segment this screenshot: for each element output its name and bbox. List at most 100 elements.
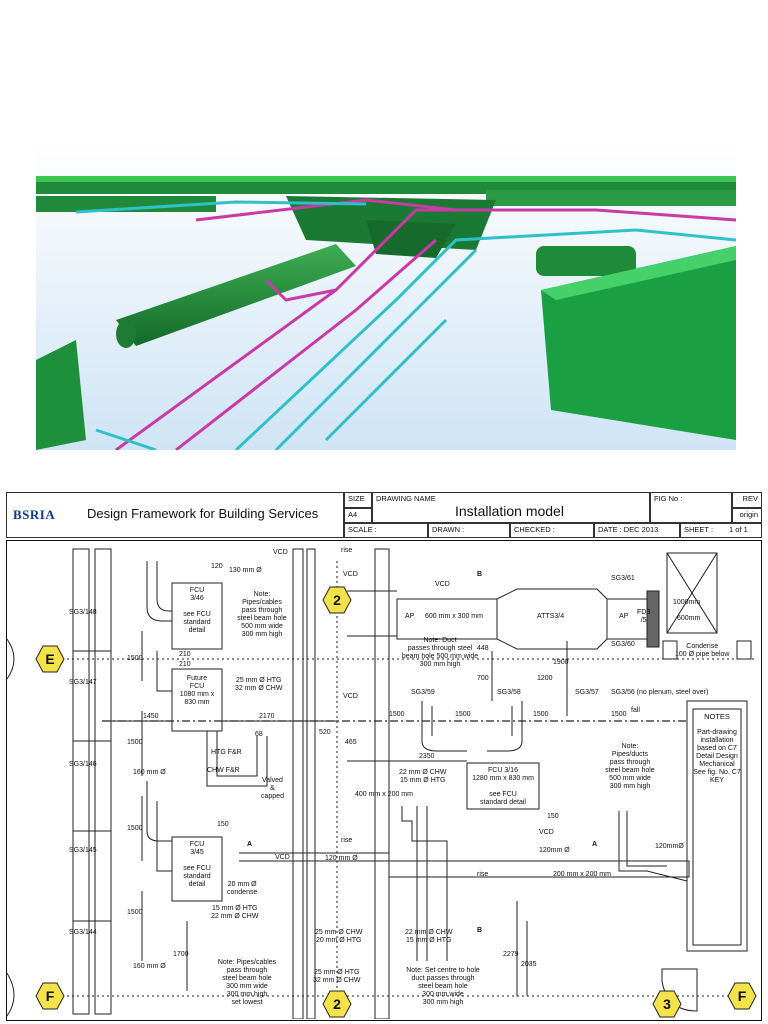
label-ap-2: AP xyxy=(619,613,629,620)
htg-pipes xyxy=(115,198,737,452)
label-sg3-145: SG3/145 xyxy=(69,847,97,854)
dim-2350: 2350 xyxy=(419,753,435,760)
sheet-value: 1 of 1 xyxy=(729,525,748,534)
label-sg3-61: SG3/61 xyxy=(611,575,635,582)
grid-ref-f-left: F xyxy=(45,988,55,1004)
label-htg-fr: HTG F&R xyxy=(211,749,242,756)
title-block: BSRIA Design Framework for Building Serv… xyxy=(6,492,762,538)
label-duct-600x300: 600 mm x 300 mm xyxy=(425,613,483,620)
label-condense: Condense 100 Ø pipe below xyxy=(675,643,730,658)
label-sg3-146: SG3/146 xyxy=(69,761,97,768)
dim-1500-g: 1500 xyxy=(533,711,549,718)
dim-1700: 1700 xyxy=(173,951,189,958)
notes-body: Part-drawing installation based on C7 De… xyxy=(693,729,741,784)
label-chw22-htg15-b: 22 mm Ø CHW 15 mm Ø HTG xyxy=(405,929,453,944)
label-vcd-5: VCD xyxy=(275,854,290,861)
grid-bubble-e xyxy=(35,645,65,673)
large-duct-pipe xyxy=(116,244,356,346)
dim-150-a: 150 xyxy=(217,821,229,828)
dim-210-a: 210 xyxy=(179,651,191,658)
drawn-field: DRAWN : xyxy=(428,523,510,538)
section-a-right: A xyxy=(592,841,598,848)
label-120mm-b: 120mm Ø xyxy=(539,847,570,854)
grid-bubble-2-top xyxy=(322,586,352,614)
label-vcd-6: VCD xyxy=(539,829,554,836)
drawing-name-cell: DRAWING NAME Installation model xyxy=(372,492,650,523)
section-b-top: B xyxy=(477,571,483,578)
dim-1500-c: 1500 xyxy=(127,825,143,832)
label-vcd-4: VCD xyxy=(435,581,450,588)
duct-network xyxy=(36,176,736,450)
dim-2279: 2279 xyxy=(503,951,519,958)
scale-field: SCALE : xyxy=(344,523,428,538)
note-duct: Note: Duct passes through steel beam hol… xyxy=(401,637,479,668)
plan-linework xyxy=(7,548,757,1019)
fcu-3-16: FCU 3/16 1280 mm x 830 mm see FCU standa… xyxy=(472,767,534,806)
installation-model-render xyxy=(36,140,737,452)
dim-1500-b: 1500 xyxy=(127,739,143,746)
label-130mm: 130 mm Ø xyxy=(229,567,262,574)
dim-1900: 1900 xyxy=(553,659,569,666)
drawing-name: Installation model xyxy=(455,503,564,519)
grid-ref-2-bottom: 2 xyxy=(333,996,341,1012)
grid-ref-3: 3 xyxy=(663,996,671,1012)
fcu-future: Future FCU 1080 mm x 830 mm xyxy=(179,675,215,706)
label-vcd-3: VCD xyxy=(343,693,358,700)
label-chw-fr: CHW F&R xyxy=(207,767,240,774)
label-1000mm: 1000mm xyxy=(673,599,701,606)
dim-2035: 2035 xyxy=(521,961,537,968)
dim-1500-e: 1500 xyxy=(389,711,405,718)
label-sg3-60: SG3/60 xyxy=(611,641,635,648)
drawing-name-label: DRAWING NAME xyxy=(376,494,436,503)
size-value: A4 xyxy=(344,508,372,523)
label-duct-400x200: 400 mm x 200 mm xyxy=(355,791,413,798)
dim-448: 448 xyxy=(477,645,489,652)
label-vcd-2: VCD xyxy=(343,571,358,578)
framework-title: Design Framework for Building Services xyxy=(87,506,319,521)
note-pipes-cables-bottom: Note: Pipes/cables pass through steel be… xyxy=(217,959,277,1006)
grid-ref-f-right: F xyxy=(737,988,747,1004)
label-htg15-chw22: 15 mm Ø HTG 22 mm Ø CHW xyxy=(211,905,259,920)
dim-120: 120 xyxy=(211,563,223,570)
fcu-3-45: FCU 3/45 see FCU standard detail xyxy=(183,841,211,888)
label-sg3-56: SG3/56 (no plenum, steel over) xyxy=(611,689,709,696)
label-rise-3: rise xyxy=(477,871,489,878)
label-sg3-148: SG3/148 xyxy=(69,609,97,616)
dim-465: 465 xyxy=(345,739,357,746)
label-fall: fall xyxy=(631,707,640,714)
dim-1500-d: 1500 xyxy=(127,909,143,916)
date-field: DATE : DEC 2013 xyxy=(594,523,680,538)
label-sg3-144: SG3/144 xyxy=(69,929,97,936)
note-pipes-cables-top: Note: Pipes/cables pass through steel be… xyxy=(237,591,287,638)
dim-700: 700 xyxy=(477,675,489,682)
dim-1500-h: 1500 xyxy=(611,711,627,718)
dim-150-b: 150 xyxy=(547,813,559,820)
ahu-block xyxy=(541,246,736,440)
grid-ref-2-top: 2 xyxy=(333,592,341,608)
label-sg3-147: SG3/147 xyxy=(69,679,97,686)
grid-ref-e: E xyxy=(45,651,55,667)
notes-title: NOTES xyxy=(704,712,730,721)
label-ap-1: AP xyxy=(405,613,415,620)
label-160mm-b: 160 mm Ø xyxy=(133,963,166,970)
label-120mm-c: 120mmØ xyxy=(655,843,684,850)
rev-value: origin xyxy=(732,508,762,523)
grid-bubble-2-bottom xyxy=(322,990,352,1018)
grid-bubble-f-left xyxy=(35,982,65,1010)
chw-pipes xyxy=(75,200,737,452)
bsria-logo: BSRIA xyxy=(13,507,56,522)
label-chw22-htg15: 22 mm Ø CHW 15 mm Ø HTG xyxy=(399,769,447,784)
dim-1450: 1450 xyxy=(143,713,159,720)
label-chw25-htg20: 25 mm Ø CHW 20 mm Ø HTG xyxy=(315,929,363,944)
label-sg3-58: SG3/58 xyxy=(497,689,521,696)
title-block-logo-cell: BSRIA Design Framework for Building Serv… xyxy=(6,492,344,538)
dim-1200: 1200 xyxy=(537,675,553,682)
sheet-label: SHEET : xyxy=(684,525,714,534)
fcu-3-46: FCU 3/46 see FCU standard detail xyxy=(183,587,211,634)
fig-no-label: FIG No : xyxy=(650,492,732,523)
label-rise-1: rise xyxy=(341,547,353,554)
grid-bubble-f-right xyxy=(727,982,757,1010)
dim-68: 68 xyxy=(255,731,263,738)
render-svg xyxy=(36,140,737,452)
grid-bubble-3 xyxy=(652,990,682,1018)
